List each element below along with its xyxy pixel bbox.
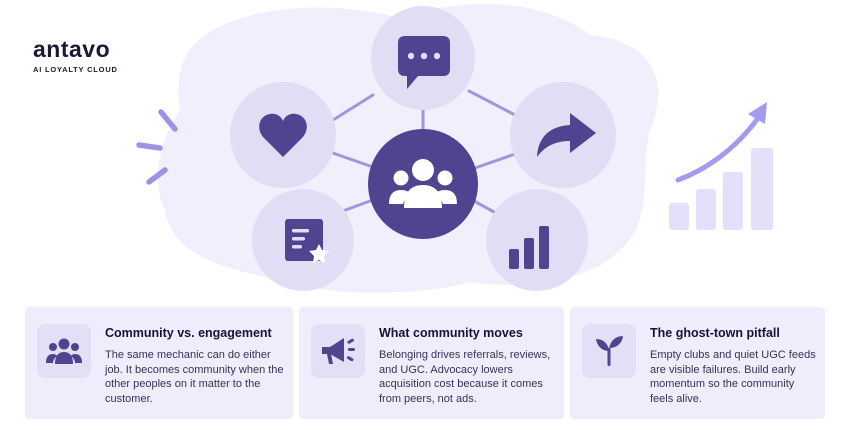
heart-icon xyxy=(230,82,336,188)
sparkle-lines xyxy=(136,109,178,185)
card-body: Belonging drives referrals, reviews, and… xyxy=(379,349,551,405)
megaphone-icon xyxy=(311,324,365,378)
chat-bubble-icon xyxy=(371,6,475,110)
logo-tagline: AI LOYALTY CLOUD xyxy=(33,65,118,74)
card-body: Empty clubs and quiet UGC feeds are visi… xyxy=(650,349,816,405)
card-title: Community vs. engagement xyxy=(105,326,272,340)
card-what-community-moves: What community moves Belonging drives re… xyxy=(299,307,564,419)
review-star-icon xyxy=(252,189,354,291)
hero-illustration xyxy=(136,4,773,293)
bar-chart-icon xyxy=(486,189,588,291)
card-body: The same mechanic can do either job. It … xyxy=(105,349,284,405)
people-group-icon xyxy=(368,129,478,239)
share-arrow-icon xyxy=(510,82,616,188)
card-community-vs-engagement: Community vs. engagement The same mechan… xyxy=(25,307,293,419)
growth-chart-icon xyxy=(669,102,773,230)
logo-name: antavo xyxy=(33,36,111,62)
antavo-logo: antavo AI LOYALTY CLOUD xyxy=(33,36,118,75)
people-group-icon xyxy=(37,324,91,378)
card-title: The ghost-town pitfall xyxy=(650,326,780,340)
sprout-icon xyxy=(582,324,636,378)
card-title: What community moves xyxy=(379,326,523,340)
card-ghost-town-pitfall: The ghost-town pitfall Empty clubs and q… xyxy=(570,307,825,419)
